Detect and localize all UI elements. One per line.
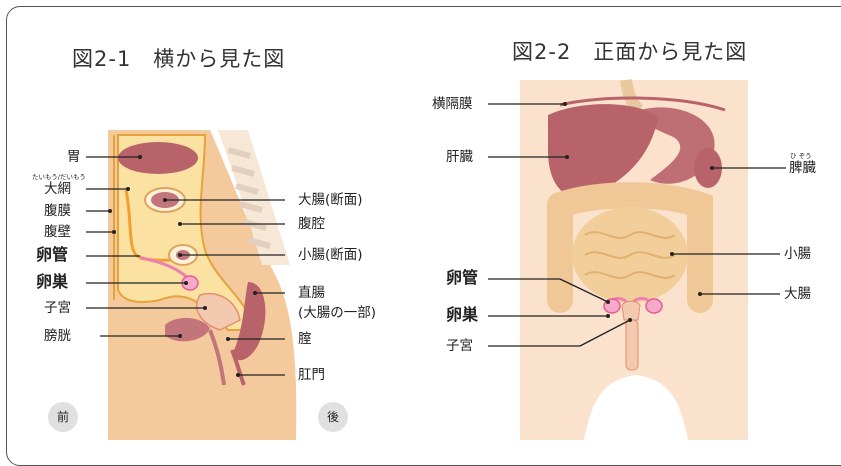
label-rectum: 直腸 [298,285,325,301]
label-omentum-ruby: たいもう/だいもう [32,171,86,181]
label-spleen-ruby: ひ ぞう [790,150,812,160]
label-large-intestine: 大腸 [784,286,811,302]
label-large-intestine-section: 大腸(断面) [298,192,363,208]
front-marker: 前 [48,402,78,432]
label-abdominal-cavity: 腹腔 [298,216,325,232]
label-uterus-front: 子宮 [446,338,473,354]
label-spleen: 脾臓 [789,160,816,176]
label-omentum: 大網 [44,181,71,197]
label-abdominal-wall: 腹壁 [44,224,71,240]
label-peritoneum: 腹膜 [44,203,71,219]
front-view-title: 図2-2 正面から見た図 [512,36,747,66]
label-diaphragm: 横隔膜 [432,96,473,112]
side-view-title: 図2-1 横から見た図 [72,43,285,73]
label-ovary-front: 卵巣 [446,307,478,323]
back-marker: 後 [318,402,348,432]
label-uterus-side: 子宮 [44,300,71,316]
label-vagina: 腟 [298,331,312,347]
label-stomach: 胃 [67,149,81,165]
label-rectum-note: (大腸の一部) [298,305,376,321]
label-liver: 肝臓 [446,149,473,165]
label-bladder: 膀胱 [44,328,71,344]
label-small-intestine-section: 小腸(断面) [298,247,363,263]
label-ovary-side: 卵巣 [36,274,68,290]
label-small-intestine: 小腸 [784,246,811,262]
label-oviduct-front: 卵管 [446,270,478,286]
label-anus: 肛門 [298,367,325,383]
label-oviduct-side: 卵管 [36,247,68,263]
